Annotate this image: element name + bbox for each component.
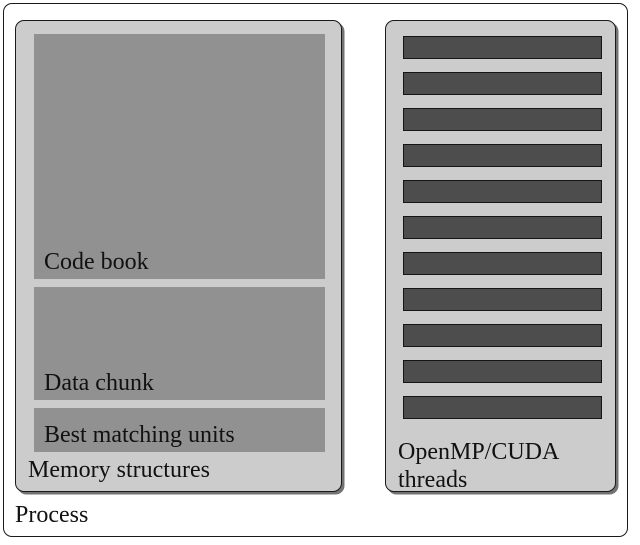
- thread-bar: [403, 396, 602, 419]
- threads-panel-label-line1: OpenMP/CUDA: [398, 439, 560, 465]
- thread-bar: [403, 144, 602, 167]
- code-book-label: Code book: [44, 249, 149, 275]
- process-label: Process: [15, 502, 89, 528]
- best-matching-units-label: Best matching units: [44, 422, 235, 448]
- thread-bar: [403, 216, 602, 239]
- thread-bar: [403, 324, 602, 347]
- best-matching-units-box: Best matching units: [34, 408, 325, 452]
- thread-bar: [403, 252, 602, 275]
- process-outer-frame: Code book Data chunk Best matching units…: [3, 3, 628, 537]
- memory-structures-panel: Code book Data chunk Best matching units…: [15, 20, 342, 492]
- thread-bar: [403, 288, 602, 311]
- thread-bar: [403, 360, 602, 383]
- threads-panel-label-line2: threads: [398, 467, 468, 493]
- thread-bar: [403, 36, 602, 59]
- threads-panel-label: OpenMP/CUDA threads: [398, 438, 633, 494]
- code-book-box: Code book: [34, 34, 325, 279]
- data-chunk-label: Data chunk: [44, 370, 154, 396]
- thread-bar: [403, 108, 602, 131]
- threads-panel: OpenMP/CUDA threads: [385, 20, 616, 493]
- data-chunk-box: Data chunk: [34, 287, 325, 400]
- thread-bar: [403, 72, 602, 95]
- memory-structures-label: Memory structures: [28, 457, 210, 483]
- thread-bar: [403, 180, 602, 203]
